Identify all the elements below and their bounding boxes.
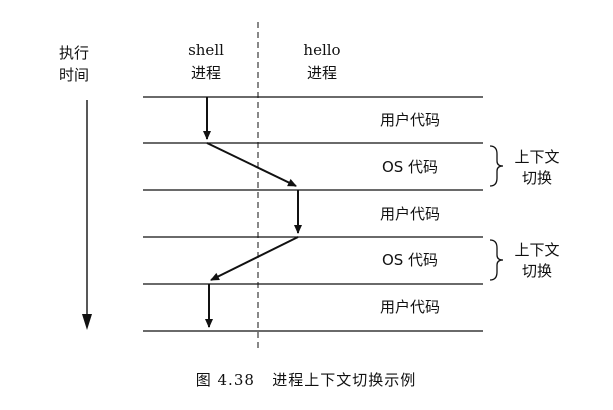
context-switch-label-line2: 切换 [522,169,552,187]
time-axis-arrowhead [82,314,92,330]
flow-arrow-switch-to-hello [206,142,297,187]
context-switch-brace [489,239,504,281]
shell-process-name: shell [188,41,224,59]
context-switch-brace [489,145,504,187]
flow-arrow-switch-to-shell [210,236,299,281]
hello-process-name: hello [303,41,340,59]
band-label-os-code: OS 代码 [382,251,438,269]
time-axis-label-line2: 时间 [59,66,89,84]
band-label-user-code: 用户代码 [380,298,440,316]
context-switch-label-line2: 切换 [522,262,552,280]
context-switch-label-line1: 上下文 [514,148,559,166]
band-label-os-code: OS 代码 [382,158,438,176]
hello-process-sub: 进程 [307,64,337,82]
time-axis-label-line1: 执行 [59,44,89,62]
context-switch-label-line1: 上下文 [514,241,559,259]
figure-caption: 图 4.38 进程上下文切换示例 [196,371,416,389]
band-label-user-code: 用户代码 [380,111,440,129]
band-label-user-code: 用户代码 [380,205,440,223]
shell-process-sub: 进程 [191,64,221,82]
